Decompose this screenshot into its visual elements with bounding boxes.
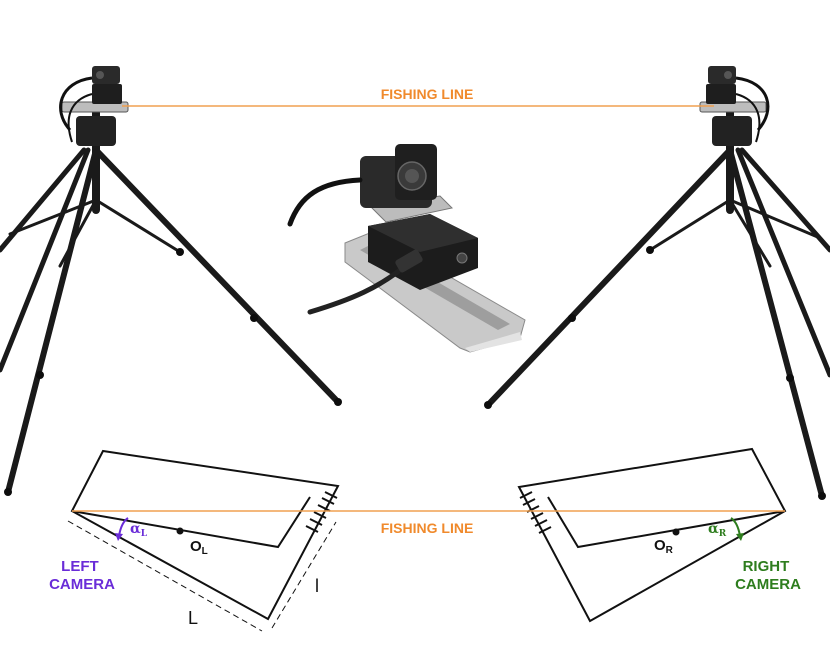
dimension-long-label: L — [188, 608, 198, 628]
right-camera-schematic: OR αR RIGHT CAMERA — [517, 447, 801, 623]
origin-left-dot — [176, 527, 184, 535]
dimension-short-label: l — [315, 576, 319, 596]
origin-left-label: OL — [190, 538, 208, 557]
fishing-line-bottom-label: FISHING LINE — [381, 520, 474, 536]
right-tripod-photo — [484, 66, 830, 500]
fishing-line-top-label: FISHING LINE — [381, 86, 474, 102]
camera-on-rail-photo — [287, 144, 526, 353]
left-camera-label: LEFT CAMERA — [49, 558, 115, 593]
left-camera-outline — [70, 449, 340, 621]
left-tripod-photo — [0, 66, 342, 496]
left-camera-schematic: L l OL αL LEFT CAMERA — [49, 449, 340, 632]
angle-left-label: αL — [130, 521, 148, 539]
origin-right-label: OR — [654, 537, 674, 556]
right-camera-outline — [517, 447, 787, 623]
origin-right-dot — [672, 528, 680, 536]
angle-right-label: αR — [708, 521, 727, 539]
right-camera-label: RIGHT CAMERA — [735, 558, 801, 593]
